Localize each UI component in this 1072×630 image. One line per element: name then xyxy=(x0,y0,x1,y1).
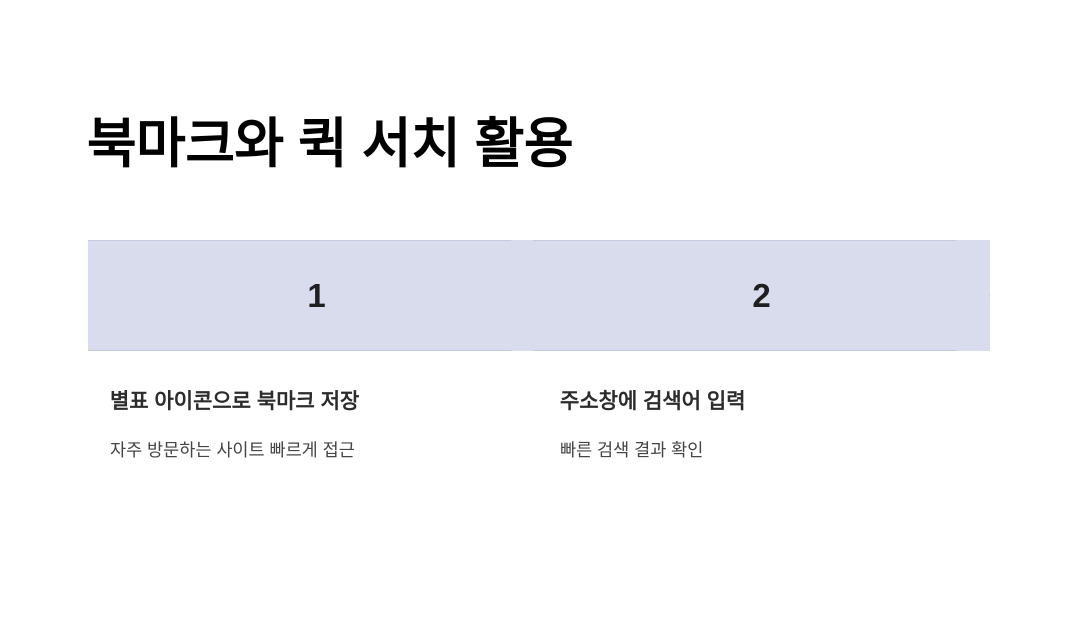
chevron-step-1[interactable] xyxy=(88,240,545,351)
chevron-step-2[interactable] xyxy=(533,240,990,351)
step-heading-1: 별표 아이콘으로 북마크 저장 xyxy=(110,390,360,413)
step-heading-2: 주소창에 검색어 입력 xyxy=(560,390,746,413)
chevron-number-1: 1 xyxy=(307,276,326,314)
step-item-1: 별표 아이콘으로 북마크 저장 자주 방문하는 사이트 빠르게 접근 xyxy=(110,388,530,463)
chevron-shape-2 xyxy=(533,240,990,351)
step-description-2: 빠른 검색 결과 확인 xyxy=(560,440,704,461)
page-title: 북마크와 퀵 서치 활용 xyxy=(87,114,574,174)
step-item-2: 주소창에 검색어 입력 빠른 검색 결과 확인 xyxy=(560,388,980,463)
process-chevron-band: 1 2 xyxy=(0,240,1072,351)
step-description-1: 자주 방문하는 사이트 빠르게 접근 xyxy=(110,440,355,461)
chevron-shape-1 xyxy=(88,240,545,351)
chevron-number-2: 2 xyxy=(752,276,771,314)
